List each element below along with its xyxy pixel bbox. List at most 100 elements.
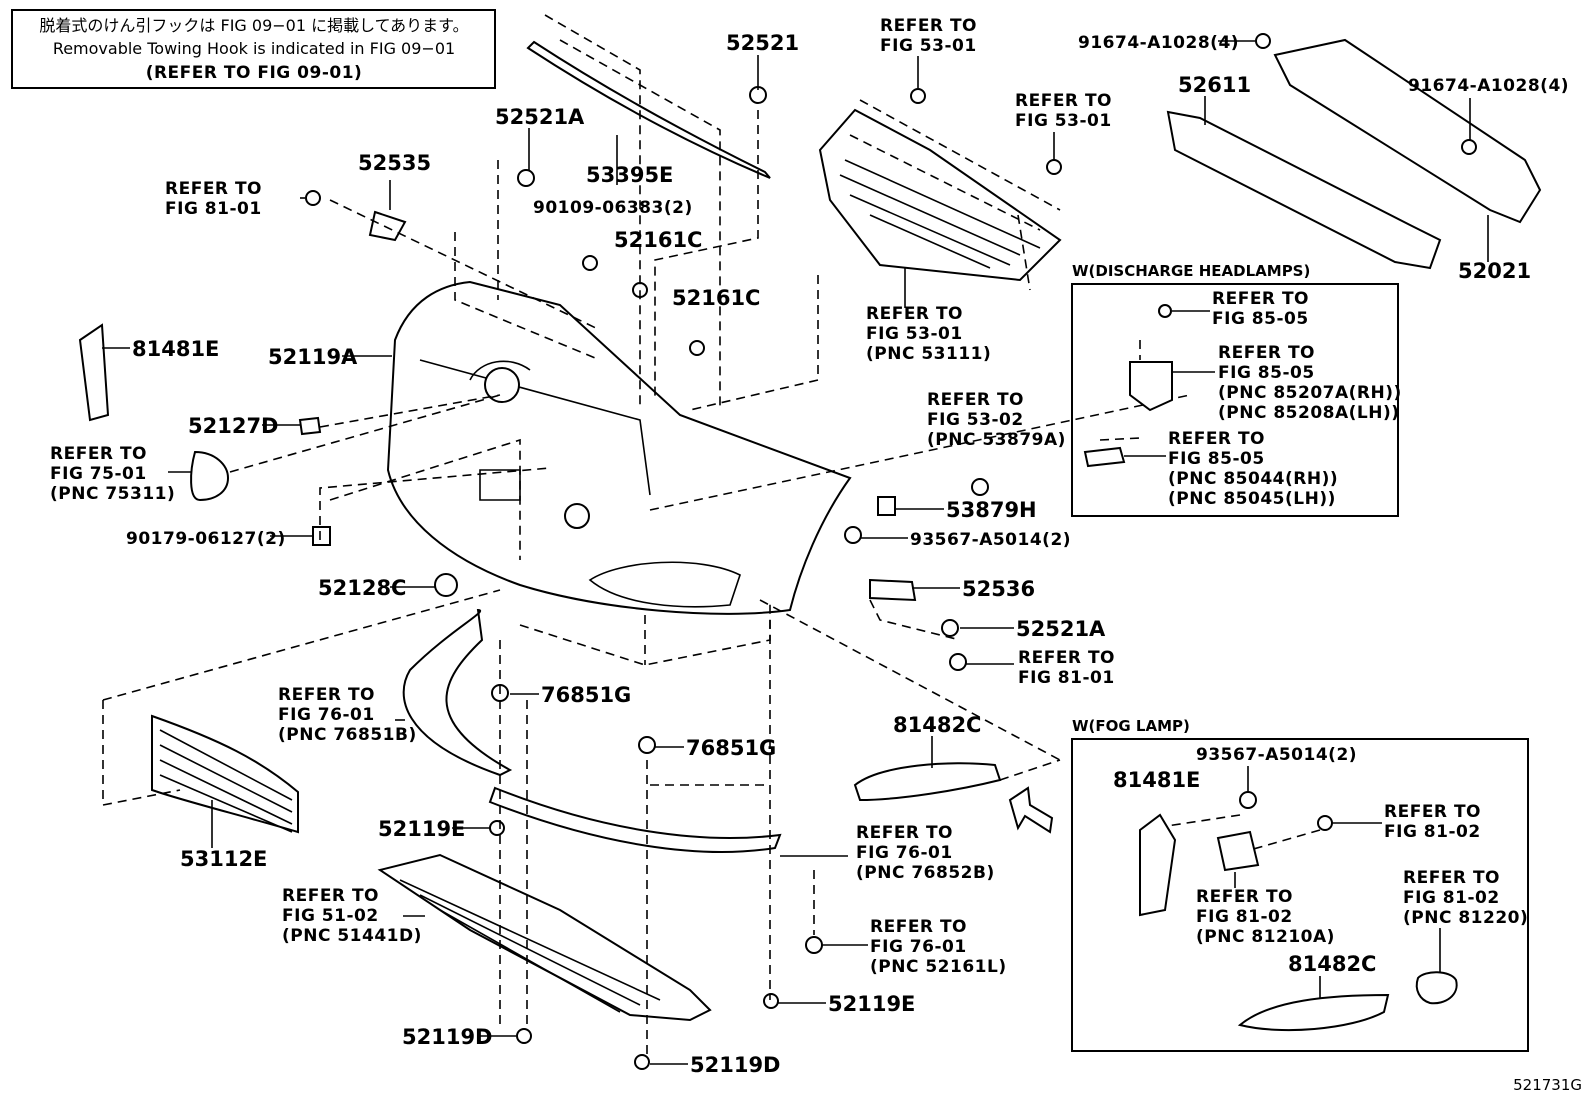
leader-lines — [102, 40, 1489, 1065]
part-label: 90179-06127(2) — [126, 529, 286, 549]
part-label: 52161C — [672, 286, 760, 310]
svg-text:(PNC 51441D): (PNC 51441D) — [282, 926, 422, 946]
part-label: 53879H — [946, 498, 1037, 522]
svg-text:FIG 76-01: FIG 76-01 — [278, 705, 375, 725]
fog-bulb — [1415, 971, 1458, 1005]
svg-text:(PNC 53879A): (PNC 53879A) — [927, 430, 1066, 450]
part-label: 93567-A5014(2) — [910, 530, 1071, 550]
part-label: 52119E — [828, 992, 915, 1016]
ref-fig-76-01-a: REFER TO FIG 76-01 (PNC 76851B) — [278, 685, 416, 745]
part-label: 52119E — [378, 817, 465, 841]
svg-text:(PNC 76852B): (PNC 76852B) — [856, 863, 995, 883]
svg-text:FIG 53-02: FIG 53-02 — [927, 410, 1024, 430]
undercover-51441D — [377, 853, 712, 1022]
svg-text:FIG 81-01: FIG 81-01 — [165, 199, 262, 219]
nut-90179 — [312, 526, 331, 546]
svg-text:93567-A5014(2): 93567-A5014(2) — [1196, 745, 1357, 765]
notice-line-3: (REFER TO FIG 09-01) — [146, 63, 363, 83]
svg-text:FIG 85-05: FIG 85-05 — [1218, 363, 1315, 383]
inset-fog-lamp: W(FOG LAMP) 93567-A5014(2) 81481E REFER … — [1071, 717, 1529, 1052]
ref-fig-53-01-a: REFER TO FIG 53-01 — [880, 16, 977, 56]
svg-text:(PNC 75311): (PNC 75311) — [50, 484, 175, 504]
svg-text:REFER TO: REFER TO — [1196, 887, 1293, 907]
ref-fig-81-01-a: REFER TO FIG 81-01 — [165, 179, 262, 219]
cap-52128C — [434, 573, 458, 597]
svg-text:FIG 76-01: FIG 76-01 — [856, 843, 953, 863]
svg-text:FIG 53-01: FIG 53-01 — [880, 36, 977, 56]
svg-text:(PNC 81220): (PNC 81220) — [1403, 908, 1528, 928]
part-label: 52128C — [318, 576, 406, 600]
ref-fig-81-01-b: REFER TO FIG 81-01 — [1018, 648, 1115, 688]
ref-fig-75-01: REFER TO FIG 75-01 (PNC 75311) — [50, 444, 175, 504]
svg-text:FIG 81-01: FIG 81-01 — [1018, 668, 1115, 688]
svg-text:81481E: 81481E — [1113, 768, 1200, 792]
svg-text:REFER TO: REFER TO — [1015, 91, 1112, 111]
svg-text:FIG 53-01: FIG 53-01 — [1015, 111, 1112, 131]
spoiler-76851B — [402, 608, 513, 777]
seal-53395E — [526, 40, 771, 179]
svg-text:REFER TO: REFER TO — [866, 304, 963, 324]
dashed-guides — [102, 14, 1321, 1060]
svg-text:REFER TO: REFER TO — [278, 685, 375, 705]
radiator-grille-53112E — [151, 714, 299, 834]
svg-text:REFER TO: REFER TO — [282, 886, 379, 906]
part-label: 52521A — [1016, 617, 1106, 641]
cover-52535 — [368, 210, 407, 242]
reinforcement-52611 — [1166, 110, 1442, 270]
emblem-hole — [484, 367, 520, 403]
part-label: 52119D — [690, 1053, 781, 1077]
tow-hook-hole — [564, 503, 590, 529]
svg-text:(PNC 81210A): (PNC 81210A) — [1196, 927, 1335, 947]
svg-text:REFER TO: REFER TO — [165, 179, 262, 199]
fog-cover — [1237, 993, 1390, 1032]
svg-text:REFER TO: REFER TO — [1218, 343, 1315, 363]
svg-text:REFER TO: REFER TO — [870, 917, 967, 937]
notice-box: 脱着式のけん引フックは FIG 09−01 に掲載してあります。 Removab… — [11, 9, 496, 89]
part-label: 52127D — [188, 414, 279, 438]
part-label: 53395E — [586, 163, 673, 187]
part-label: 90109-06383(2) — [533, 198, 693, 218]
svg-text:(PNC 85045(LH)): (PNC 85045(LH)) — [1168, 489, 1336, 509]
lamp-cover-81482C — [853, 762, 1002, 802]
svg-text:REFER TO: REFER TO — [1168, 429, 1265, 449]
svg-text:FIG 85-05: FIG 85-05 — [1212, 309, 1309, 329]
part-label: 81481E — [132, 337, 219, 361]
svg-text:REFER TO: REFER TO — [1018, 648, 1115, 668]
svg-text:REFER TO: REFER TO — [880, 16, 977, 36]
part-number-labels: 52521 52521A 53395E 52535 90109-06383(2)… — [126, 31, 1569, 1077]
notice-line-1: 脱着式のけん引フックは FIG 09−01 に掲載してあります。 — [39, 16, 468, 35]
part-label: 91674-A1028(4) — [1408, 76, 1569, 96]
part-label: 52611 — [1178, 73, 1251, 97]
svg-text:FIG 81-02: FIG 81-02 — [1403, 888, 1500, 908]
inset-discharge-headlamps: W(DISCHARGE HEADLAMPS) REFER TO FIG 85-0… — [1071, 262, 1402, 517]
part-label: 52119A — [268, 345, 358, 369]
part-label: 52521 — [726, 31, 799, 55]
svg-text:REFER TO: REFER TO — [1403, 868, 1500, 888]
fog-bracket — [1139, 813, 1177, 917]
fog-lamp-unit — [1216, 830, 1260, 872]
parts-drawing — [78, 33, 1542, 1070]
svg-text:(PNC 85207A(RH)): (PNC 85207A(RH)) — [1218, 383, 1402, 403]
ref-fig-53-02: REFER TO FIG 53-02 (PNC 53879A) — [927, 390, 1066, 450]
part-label: 52161C — [614, 228, 702, 252]
clip-53879H — [877, 496, 896, 516]
ref-fig-53-01-b: REFER TO FIG 53-01 — [1015, 91, 1112, 131]
part-label: 52535 — [358, 151, 431, 175]
svg-text:REFER TO: REFER TO — [50, 444, 147, 464]
side-retainer-81481E — [78, 323, 110, 422]
hole-cover-52127D — [298, 416, 322, 436]
svg-text:REFER TO: REFER TO — [1212, 289, 1309, 309]
spoiler-76852B — [488, 786, 782, 853]
ref-fig-76-01-b: REFER TO FIG 76-01 (PNC 76852B) — [856, 823, 995, 883]
svg-text:(PNC 53111): (PNC 53111) — [866, 344, 991, 364]
svg-text:81482C: 81482C — [1288, 952, 1376, 976]
figure-id: 521731G — [1513, 1076, 1582, 1094]
view-arrow-icon — [1008, 786, 1054, 834]
radiator-grille — [818, 108, 1062, 282]
notice-line-2: Removable Towing Hook is indicated in FI… — [53, 39, 455, 58]
part-label: 52521A — [495, 105, 585, 129]
reference-labels: REFER TO FIG 53-01 REFER TO FIG 53-01 RE… — [50, 16, 1115, 977]
svg-text:FIG 85-05: FIG 85-05 — [1168, 449, 1265, 469]
